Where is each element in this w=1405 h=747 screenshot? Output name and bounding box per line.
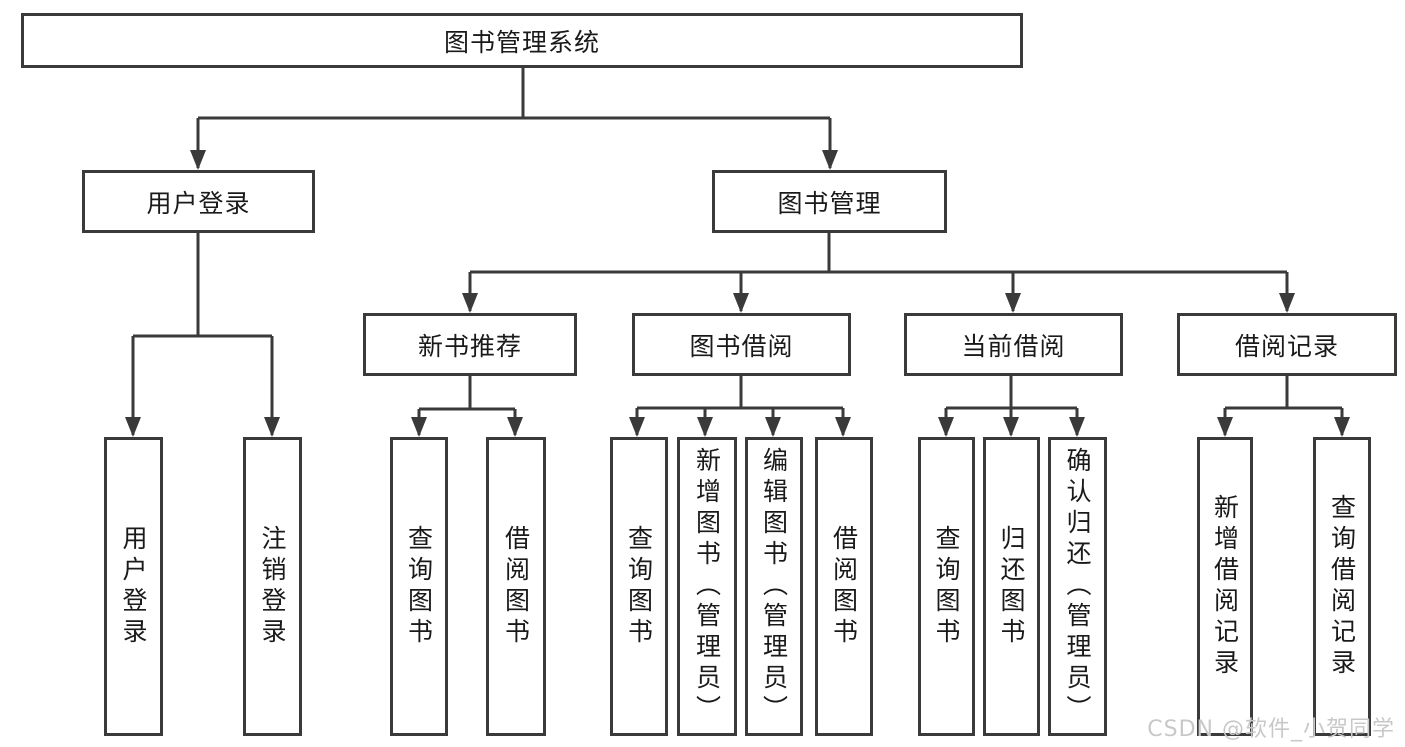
leaf-user-login: 用户登录 xyxy=(104,437,163,736)
leaf-query-books-2: 查询图书 xyxy=(610,437,668,736)
leaf-borrow-books-2: 借阅图书 xyxy=(815,437,873,736)
node-borrow-records: 借阅记录 xyxy=(1177,313,1397,376)
leaf-add-book-admin: 新增图书（管理员） xyxy=(677,437,737,736)
edge-borrow-records-trunk xyxy=(1225,376,1342,410)
edge-book-management-trunk xyxy=(470,233,1287,274)
leaf-return-book: 归还图书 xyxy=(983,437,1040,736)
edge-current-borrowing-trunk xyxy=(946,376,1077,410)
leaf-query-books-3: 查询图书 xyxy=(918,437,975,736)
leaf-borrow-books-1: 借阅图书 xyxy=(486,437,546,736)
leaf-query-books-1: 查询图书 xyxy=(390,437,448,736)
edge-book-borrowing-trunk xyxy=(637,376,843,410)
leaf-add-borrow-record: 新增借阅记录 xyxy=(1197,437,1253,736)
leaf-confirm-return-admin: 确认归还（管理员） xyxy=(1048,437,1107,736)
leaf-logout: 注销登录 xyxy=(243,437,302,736)
leaf-query-borrow-record: 查询借阅记录 xyxy=(1313,437,1371,736)
edge-new-book-trunk xyxy=(419,376,515,411)
node-new-book-recommend: 新书推荐 xyxy=(363,313,577,376)
node-book-management: 图书管理 xyxy=(712,170,947,233)
csdn-watermark: CSDN @软件_小贺同学 xyxy=(1147,717,1395,742)
node-root-library-system: 图书管理系统 xyxy=(21,13,1023,68)
edge-user-login-trunk xyxy=(133,233,272,338)
node-user-login: 用户登录 xyxy=(82,170,315,233)
node-current-borrowing: 当前借阅 xyxy=(904,313,1123,376)
leaf-edit-book-admin: 编辑图书（管理员） xyxy=(745,437,803,736)
edge-root-trunk xyxy=(198,68,830,120)
node-book-borrowing: 图书借阅 xyxy=(632,313,851,376)
